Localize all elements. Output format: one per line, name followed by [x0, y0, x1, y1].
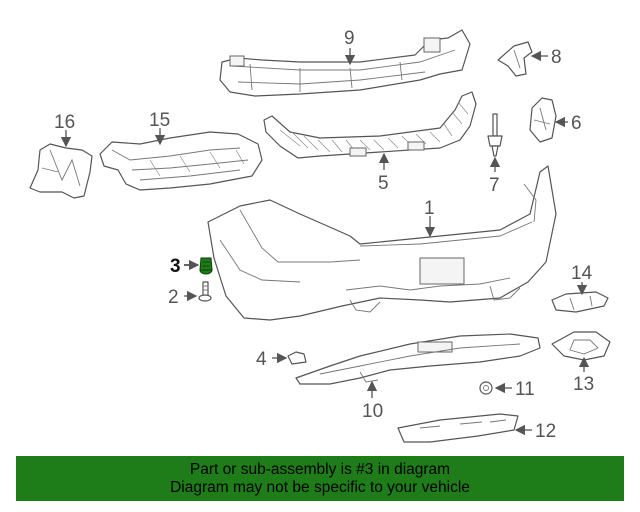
banner-line-2: Diagram may not be specific to your vehi…: [170, 479, 470, 496]
part-7-pushpin[interactable]: [487, 113, 503, 157]
callout-4: 4: [256, 349, 267, 370]
part-14-bracket[interactable]: [551, 291, 609, 313]
callout-12: 12: [535, 421, 556, 442]
callout-8: 8: [551, 47, 562, 68]
callout-5: 5: [378, 173, 389, 194]
callout-11: 11: [515, 379, 535, 400]
part-15-undertray[interactable]: [99, 131, 263, 191]
callout-13: 13: [573, 374, 594, 395]
part-8-bracket[interactable]: [497, 41, 533, 77]
callout-3: 3: [170, 256, 181, 277]
part-1-bumper-cover[interactable]: [207, 165, 557, 321]
part-4-clip[interactable]: [287, 351, 307, 365]
callout-10: 10: [362, 401, 383, 422]
callout-7: 7: [489, 175, 500, 196]
part-12-shield[interactable]: [397, 413, 519, 443]
callout-6: 6: [571, 113, 582, 134]
part-5-absorber[interactable]: [263, 91, 477, 159]
callout-1: 1: [424, 198, 435, 219]
part-10-valance[interactable]: [295, 333, 541, 385]
callout-15: 15: [149, 110, 170, 131]
banner-line-1: Part or sub-assembly is #3 in diagram: [189, 461, 451, 478]
callout-14: 14: [571, 263, 593, 284]
callout-2: 2: [168, 287, 179, 308]
part-3-fastener-highlighted[interactable]: [199, 257, 213, 275]
part-6-bracket[interactable]: [529, 97, 557, 143]
callout-9: 9: [344, 28, 355, 49]
part-11-nut[interactable]: [479, 381, 493, 395]
part-2-screw[interactable]: [198, 281, 212, 302]
callout-16: 16: [54, 112, 75, 133]
part-16-bracket[interactable]: [29, 143, 93, 199]
part-13-bezel[interactable]: [551, 331, 611, 361]
info-banner: Part or sub-assembly is #3 in diagram Di…: [16, 456, 624, 501]
